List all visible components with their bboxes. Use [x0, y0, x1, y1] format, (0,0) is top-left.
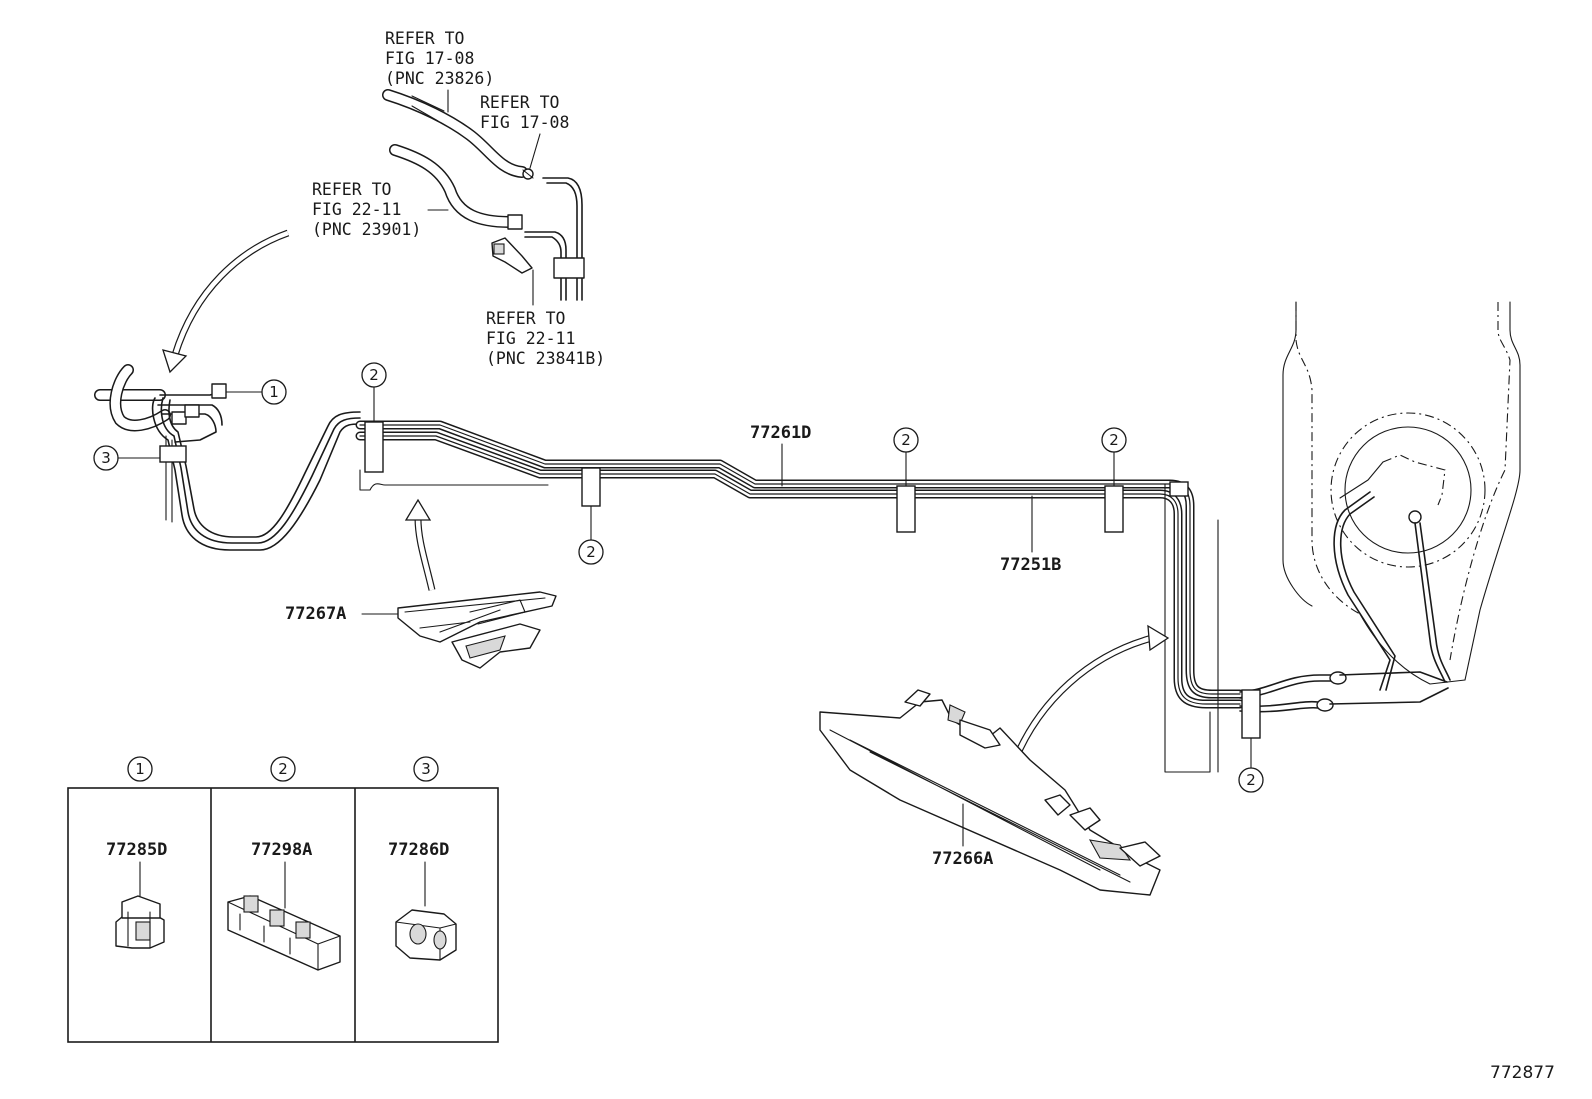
- reference-note-3: REFER TO FIG 22-11 (PNC 23901): [312, 180, 449, 239]
- reference-note-4: REFER TO FIG 22-11 (PNC 23841B): [486, 269, 605, 368]
- ref-1-line-1: REFER TO: [385, 29, 464, 48]
- legend-1-part: 77285D: [106, 840, 167, 860]
- reference-note-2: REFER TO FIG 17-08: [480, 93, 569, 169]
- clip-2-e: [1241, 689, 1261, 739]
- legend-3-number: 3: [421, 760, 431, 778]
- callout-1-top: 1: [225, 379, 287, 405]
- tube-clips: [159, 421, 1261, 739]
- reference-note-1: REFER TO FIG 17-08 (PNC 23826): [385, 29, 494, 113]
- left-connector-cluster: [94, 364, 361, 551]
- clip-2-d: [1104, 485, 1124, 533]
- ref-1-line-2: FIG 17-08: [385, 49, 474, 68]
- fuel-tank-outline: [1282, 301, 1521, 705]
- clip-2-a: [364, 421, 384, 473]
- label-protector-rear: 77266A: [932, 803, 993, 869]
- ref-4-line-1: REFER TO: [486, 309, 565, 328]
- ref-1-line-3: (PNC 23826): [385, 69, 494, 88]
- ref-2-line-1: REFER TO: [480, 93, 559, 112]
- protector-77266a: [819, 689, 1161, 896]
- ref-2-line-2: FIG 17-08: [480, 113, 569, 132]
- figure-id: 772877: [1490, 1063, 1555, 1083]
- label-protector-front: 77267A: [285, 604, 399, 624]
- part-number-77261d: 77261D: [750, 423, 811, 443]
- callout-number: 2: [369, 366, 379, 384]
- part-number-77267a: 77267A: [285, 604, 346, 624]
- label-tube-rear: 77251B: [1000, 495, 1061, 575]
- tube-brackets: [359, 469, 1219, 773]
- upper-hose-assembly: [382, 89, 585, 301]
- callout-number: 2: [586, 543, 596, 561]
- ref-4-line-2: FIG 22-11: [486, 329, 575, 348]
- legend-3-part: 77286D: [388, 840, 449, 860]
- callout-2-e: 2: [1238, 737, 1264, 793]
- label-tube-front: 77261D: [750, 423, 811, 487]
- protector-77267a: [397, 591, 557, 669]
- callout-number: 2: [1246, 771, 1256, 789]
- curved-arrow-left: [162, 229, 290, 374]
- callout-number: 2: [901, 431, 911, 449]
- callout-number: 2: [1109, 431, 1119, 449]
- callout-2-a: 2: [361, 362, 387, 423]
- clip-77286d-drawing: [395, 909, 457, 961]
- legend-1-number: 1: [135, 760, 145, 778]
- clip-77285d-drawing: [115, 895, 165, 949]
- callout-2-b: 2: [578, 505, 604, 565]
- clip-2-c: [896, 485, 916, 533]
- curved-arrow-right: [1011, 624, 1170, 762]
- part-number-77251b: 77251B: [1000, 555, 1061, 575]
- ref-3-line-2: FIG 22-11: [312, 200, 401, 219]
- callout-2-c: 2: [893, 427, 919, 487]
- ref-4-line-3: (PNC 23841B): [486, 349, 605, 368]
- ref-3-line-3: (PNC 23901): [312, 220, 421, 239]
- clip-3: [159, 445, 187, 463]
- straight-arrow-up: [404, 498, 436, 591]
- callout-2-d: 2: [1101, 427, 1127, 487]
- legend-2-number: 2: [278, 760, 288, 778]
- clip-77298a-drawing: [227, 895, 341, 971]
- callout-number: 1: [269, 383, 279, 401]
- ref-3-line-1: REFER TO: [312, 180, 391, 199]
- clip-legend: 1 2 3 77285D 77298A 77286D: [67, 756, 499, 1043]
- callout-3-left: 3: [93, 445, 161, 471]
- legend-2-part: 77298A: [251, 840, 312, 860]
- callout-number: 3: [101, 449, 111, 467]
- part-number-77266a: 77266A: [932, 849, 993, 869]
- clip-2-b: [581, 467, 601, 507]
- main-tube-run: [355, 420, 1347, 713]
